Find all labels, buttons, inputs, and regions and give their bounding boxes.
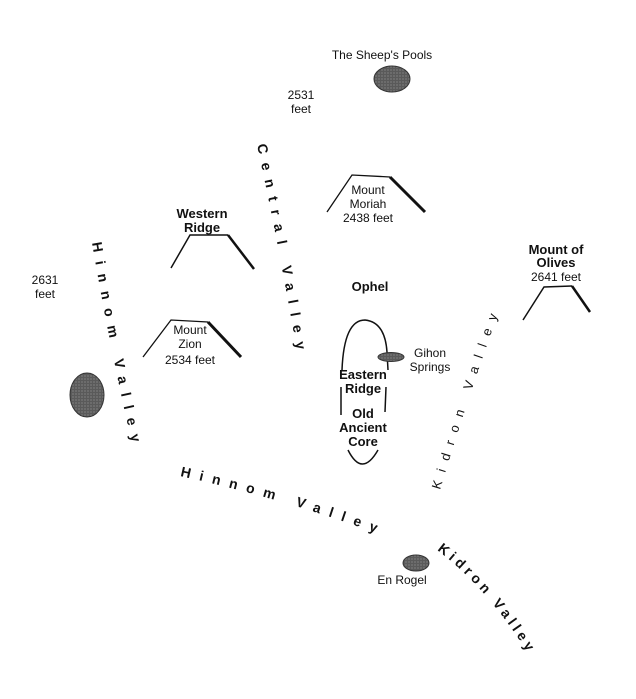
- mount-of-olives-ridge-left: [522, 285, 573, 321]
- kidron-valley-south-label: Kidron Valley: [435, 540, 540, 657]
- mount-moriah-ridge-right: [388, 175, 427, 214]
- eastern-ridge-outline-bottom: [347, 449, 379, 465]
- central-valley-label: Central Valley: [254, 142, 311, 359]
- sheeps-pools-marker: [373, 65, 411, 93]
- en-rogel-marker: [402, 554, 430, 572]
- eastern-ridge-outline-top: [341, 319, 389, 371]
- mount-zion-ridge-left: [142, 319, 209, 358]
- mount-of-olives-ridge-right: [570, 285, 592, 313]
- pool-of-siloam-marker: [69, 372, 105, 418]
- hinnom-valley-south-label: Hinnom Valley: [179, 463, 388, 538]
- ophel-label: Ophel: [352, 279, 389, 294]
- western-ridge-right: [227, 234, 255, 270]
- sheeps-pools-label: The Sheep's Pools: [332, 48, 432, 62]
- eastern-ridge-outline-sides: [340, 386, 387, 415]
- mount-moriah-ridge-left: [326, 174, 391, 213]
- western-ridge-left: [170, 234, 228, 269]
- en-rogel-label: En Rogel: [377, 573, 426, 587]
- gihon-springs-marker: [377, 352, 405, 362]
- kidron-valley-east-label: Kidron Valley: [429, 303, 504, 491]
- hinnom-valley-west-label: Hinnom Valley: [89, 241, 146, 452]
- mount-zion-ridge-right: [206, 320, 243, 359]
